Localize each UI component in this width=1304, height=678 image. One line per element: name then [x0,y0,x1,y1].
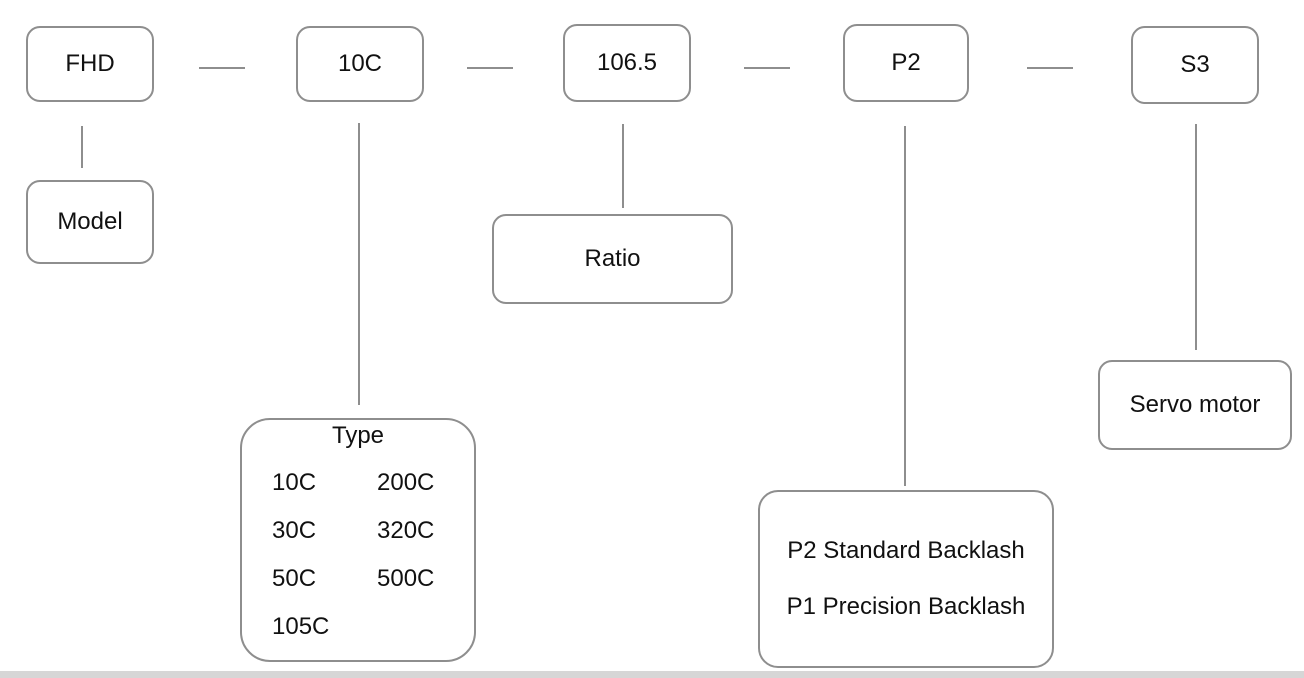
model-code-box: FHD [26,26,154,102]
type-option: 500C [377,565,435,592]
ratio-connector [622,124,624,208]
backlash-connector [904,126,906,486]
ratio-code-box: 106.5 [563,24,691,102]
type-option: 105C [272,613,330,640]
type-code-box: 10C [296,26,424,102]
model-description-box: Model [26,180,154,264]
backlash-code-box: P2 [843,24,969,102]
type-title: Type [331,422,385,449]
dash-connector [467,67,513,69]
type-connector [358,123,360,405]
type-option: 30C [272,517,317,544]
type-description-box: Type 10C 200C 30C 320C 50C 500C 105C [240,418,476,662]
ratio-code-label: 106.5 [596,49,658,76]
type-options-list: 10C 200C 30C 320C 50C 500C 105C [272,469,474,640]
servo-description-label: Servo motor [1129,391,1261,418]
dash-connector [199,67,245,69]
ratio-description-box: Ratio [492,214,733,304]
motor-code-label: S3 [1180,51,1210,78]
backlash-code-label: P2 [891,49,921,76]
servo-description-box: Servo motor [1098,360,1292,450]
model-code-label: FHD [65,50,115,77]
motor-code-box: S3 [1131,26,1259,104]
type-option: 50C [272,565,317,592]
backlash-precision-label: P1 Precision Backlash [786,593,1026,620]
backlash-description-box: P2 Standard Backlash P1 Precision Backla… [758,490,1054,668]
model-description-label: Model [57,208,123,235]
bottom-divider [0,671,1304,678]
ratio-description-label: Ratio [584,245,641,272]
motor-connector [1195,124,1197,350]
dash-connector [744,67,790,69]
type-option: 10C [272,469,317,496]
model-connector [81,126,83,168]
dash-connector [1027,67,1073,69]
type-code-label: 10C [337,50,383,77]
type-option: 320C [377,517,435,544]
backlash-standard-label: P2 Standard Backlash [787,537,1025,564]
type-option: 200C [377,469,435,496]
